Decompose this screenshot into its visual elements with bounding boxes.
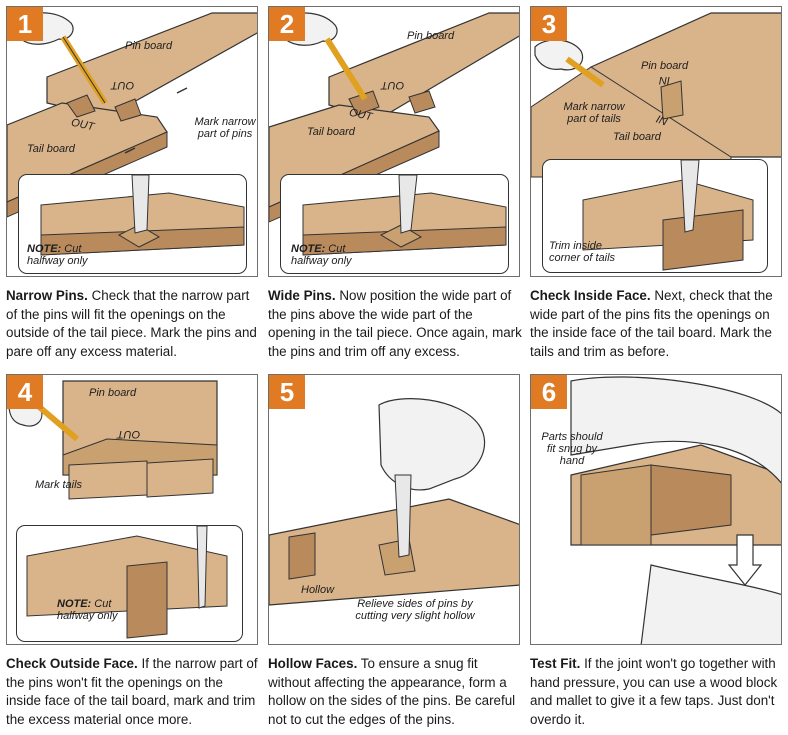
step-4-illustration <box>8 380 218 500</box>
step-1-panel: 1 Pin board OUT OUT Tail board Mark narr… <box>6 6 258 277</box>
step-6-illustration <box>570 376 781 644</box>
step-5-caption: Hollow Faces. To ensure a snug fit witho… <box>268 655 522 729</box>
step-2-panel: 2 Pin board OUT OUT Tail board NOTE: Cut… <box>268 6 520 277</box>
hollow-label: Hollow <box>301 584 335 596</box>
pin-board-label: Pin board <box>407 30 455 42</box>
step-4-panel: 4 Pin board OUT Mark tails NOTE: Cut hal… <box>6 374 258 645</box>
step-2-title: Wide Pins. <box>268 288 336 303</box>
step-4-inset-illustration <box>26 526 228 639</box>
snug-label: Parts should fit snug by hand <box>541 431 603 467</box>
step-5-title: Hollow Faces. <box>268 656 358 671</box>
step-6-panel: 6 Parts should fit snug by hand <box>530 374 782 645</box>
step-6-title: Test Fit. <box>530 656 581 671</box>
step-2-inset-illustration <box>302 175 507 256</box>
note-text: Cut halfway only <box>57 598 118 622</box>
step-3-inset-illustration <box>582 160 754 271</box>
step-6-number: 6 <box>531 375 567 409</box>
step-4-body: If the narrow part of the pins won't fit… <box>6 656 258 727</box>
note: NOTE: Cut halfway only <box>291 243 371 267</box>
step-2-inset: NOTE: Cut halfway only <box>280 174 509 274</box>
note-text: Cut halfway only <box>291 243 352 267</box>
step-1-caption: Narrow Pins. Check that the narrow part … <box>6 287 260 361</box>
step-5-number: 5 <box>269 375 305 409</box>
note-label: NOTE: <box>291 243 326 255</box>
out-upside-label: OUT <box>117 428 141 440</box>
step-3-panel: 3 Pin board IN IN Mark narrow part of ta… <box>530 6 782 277</box>
step-5-illustration <box>269 398 519 606</box>
in-upside-label: IN <box>659 74 670 86</box>
step-3-inset: Trim inside corner of tails <box>542 159 768 273</box>
step-4-inset: NOTE: Cut halfway only <box>16 525 243 642</box>
step-3-body: Next, check that the wide part of the pi… <box>530 288 773 359</box>
tail-board-label: Tail board <box>27 143 75 155</box>
step-4-number: 4 <box>7 375 43 409</box>
step-5-panel: 5 Hollow Relieve sides of pins by cuttin… <box>268 374 520 645</box>
step-3-number: 3 <box>531 7 567 41</box>
step-1-inset: NOTE: Cut halfway only <box>18 174 247 274</box>
note-label: NOTE: <box>57 598 92 610</box>
trim-label: Trim inside corner of tails <box>549 240 616 264</box>
pin-board-label: Pin board <box>89 387 137 399</box>
step-6-body: If the joint won't go together with hand… <box>530 656 778 727</box>
step-1-number: 1 <box>7 7 43 41</box>
mark-label: Mark narrow part of tails <box>563 101 625 125</box>
note-text: Cut halfway only <box>27 243 88 267</box>
tail-board-label: Tail board <box>307 126 355 138</box>
step-2-number: 2 <box>269 7 305 41</box>
step-4-title: Check Outside Face. <box>6 656 138 671</box>
pin-board-label: Pin board <box>641 60 689 72</box>
note-label: NOTE: <box>27 243 62 255</box>
relieve-label: Relieve sides of pins by cutting very sl… <box>355 598 475 622</box>
step-1-inset-illustration <box>40 175 245 256</box>
note: NOTE: Cut halfway only <box>57 598 137 622</box>
note: NOTE: Cut halfway only <box>27 243 107 267</box>
step-2-caption: Wide Pins. Now position the wide part of… <box>268 287 522 361</box>
step-3-caption: Check Inside Face. Next, check that the … <box>530 287 784 361</box>
mark-label: Mark narrow part of pins <box>194 116 256 140</box>
step-3-title: Check Inside Face. <box>530 288 651 303</box>
step-3-illustration <box>531 12 781 178</box>
out-upside-label: OUT <box>381 79 405 91</box>
step-4-caption: Check Outside Face. If the narrow part o… <box>6 655 260 729</box>
pin-board-label: Pin board <box>125 40 173 52</box>
out-upside-label: OUT <box>111 79 135 91</box>
step-5-body: To ensure a snug fit without affecting t… <box>268 656 516 727</box>
step-6-caption: Test Fit. If the joint won't go together… <box>530 655 784 729</box>
step-1-title: Narrow Pins. <box>6 288 88 303</box>
mark-label: Mark tails <box>35 479 83 491</box>
step-1-body: Check that the narrow part of the pins w… <box>6 288 257 359</box>
step-2-body: Now position the wide part of the pins a… <box>268 288 522 359</box>
tail-board-label: Tail board <box>613 131 661 143</box>
